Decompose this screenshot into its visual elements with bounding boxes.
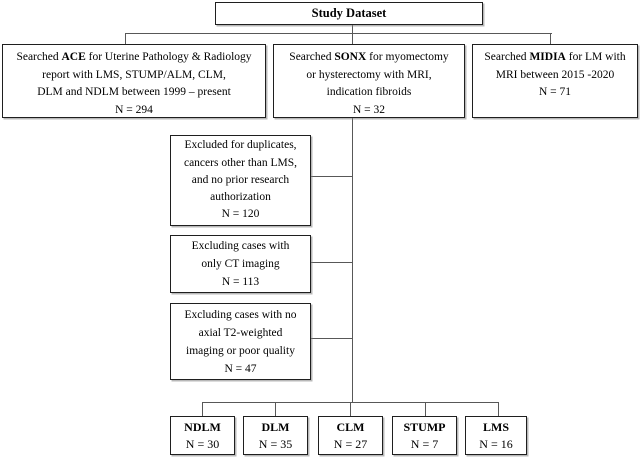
connector-drop-clm [350,402,352,416]
outcome-box-ndlm: NDLM N = 30 [170,416,235,455]
source-box-ace: Searched ACE for Uterine Pathology & Rad… [2,44,266,118]
connector-drop-dlm [275,402,277,416]
study-dataset-box: Study Dataset [215,2,483,25]
outcome-box-stump: STUMP N = 7 [392,416,457,455]
connector-main-spine [352,118,354,403]
outcome-lms-label: LMS [482,419,509,434]
exclusion-box-1: Excluded for duplicates, cancers other t… [170,135,311,226]
source-sonx-count: N = 32 [352,103,386,116]
source-midia-name: MIDIA [529,51,566,63]
outcome-stump-count: N = 7 [410,436,439,451]
exclusion-2-count: N = 113 [221,276,260,288]
outcome-ndlm-label: NDLM [184,419,221,434]
source-midia-count: N = 71 [538,86,572,98]
source-ace-line3: DLM and NDLM between 1999 – present [37,86,231,98]
source-ace-line1: Searched ACE for Uterine Pathology & Rad… [16,49,251,67]
exclusion-2-line2: only CT imaging [201,258,280,270]
exclusion-1-line4: authorization [210,191,271,204]
exclusion-1-line1: Excluded for duplicates, [184,139,297,152]
connector-drop-ndlm [202,402,204,416]
outcome-dlm-label: DLM [261,419,290,434]
exclusion-box-2: Excluding cases with only CT imaging N =… [170,235,311,293]
source-sonx-line3: indication fibroids [326,86,412,98]
source-box-midia: Searched MIDIA for LM with MRI between 2… [472,44,638,118]
outcome-clm-count: N = 27 [333,436,368,451]
outcome-clm-label: CLM [336,419,365,434]
connector-drop-ace [125,33,127,44]
outcome-dlm-count: N = 35 [258,436,293,451]
exclusion-1-count: N = 120 [221,208,260,221]
source-ace-count: N = 294 [115,103,153,116]
outcome-box-lms: LMS N = 16 [465,416,527,455]
exclusion-1-line2: cancers other than LMS, [183,156,298,169]
source-sonx-name: SONX [334,51,367,63]
exclusion-3-line1: Excluding cases with no [184,308,297,321]
source-box-sonx: Searched SONX for myomectomy or hysterec… [273,44,465,118]
exclusion-3-count: N = 47 [224,362,257,375]
exclusion-box-3: Excluding cases with no axial T2-weighte… [170,303,311,380]
source-ace-line1-pre: Searched [16,51,62,63]
source-ace-line1-post: for Uterine Pathology & Radiology [85,51,252,63]
connector-stub-exclusion-2 [311,262,353,264]
source-midia-line1-post: for LM with [565,51,626,63]
exclusion-2-line1: Excluding cases with [191,240,290,252]
exclusion-1-line3: and no prior research [191,173,290,186]
source-ace-line2: report with LMS, STUMP/ALM, CLM, [42,68,226,81]
connector-drop-stump [425,402,427,416]
exclusion-3-line3: imaging or poor quality [186,344,295,357]
connector-topbox-down [352,24,354,34]
source-sonx-line1: Searched SONX for myomectomy [289,49,448,67]
outcome-box-dlm: DLM N = 35 [243,416,308,455]
connector-sources-horizontal [125,33,552,35]
outcome-ndlm-count: N = 30 [185,436,220,451]
outcome-stump-label: STUMP [403,419,446,434]
source-midia-line2: MRI between 2015 -2020 [495,68,615,81]
study-dataset-label: Study Dataset [311,6,387,20]
source-midia-line1: Searched MIDIA for LM with [484,49,625,67]
connector-drop-sonx [352,33,354,44]
exclusion-3-line2: axial T2-weighted [198,326,283,339]
source-sonx-line1-post: for myomectomy [366,51,449,63]
outcome-box-clm: CLM N = 27 [318,416,383,455]
source-midia-line1-pre: Searched [484,51,530,63]
connector-drop-midia [550,33,552,44]
connector-stub-exclusion-1 [311,176,353,178]
source-sonx-line1-pre: Searched [289,51,335,63]
connector-drop-lms [498,402,500,416]
source-sonx-line2: or hysterectomy with MRI, [306,68,432,81]
connector-stub-exclusion-3 [311,338,353,340]
source-ace-name: ACE [61,51,86,63]
outcome-lms-count: N = 16 [479,436,513,451]
